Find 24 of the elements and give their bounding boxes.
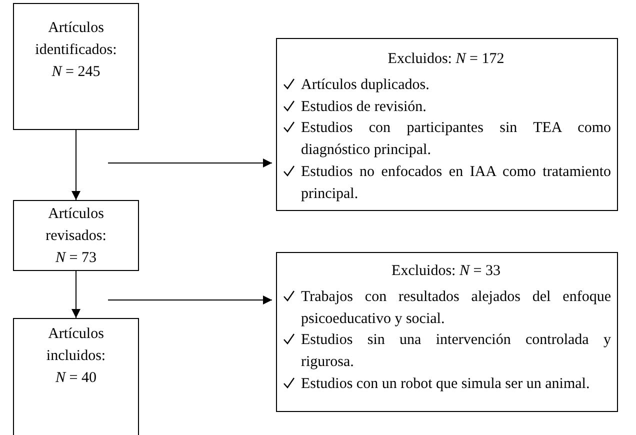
arrow <box>108 296 272 304</box>
exclusion-box <box>276 252 618 412</box>
exclusion-box <box>276 38 618 211</box>
box-text: N = 40 <box>54 368 98 388</box>
process-box <box>13 318 139 435</box>
exclusion-criterion: Estudios con un robot que simula ser un animal. <box>301 374 591 394</box>
arrow <box>108 158 272 168</box>
box-text: N = 73 <box>54 248 98 268</box>
box-text: Artículos incluidos: <box>45 325 107 366</box>
box-text: Artículos identificados: <box>34 19 118 60</box>
box-heading: Excluidos: N = 33 <box>390 262 502 281</box>
exclusion-criterion: Estudios sin una intervención controlada y rigurosa. <box>301 331 611 372</box>
exclusion-criterion: Estudios con participantes sin TEA como diagnóstico principal. <box>301 119 611 160</box>
box-text: Artículos revisados: <box>44 205 108 246</box>
arrow <box>72 130 80 200</box>
exclusion-criterion: Trabajos con resultados alejados del enfoque psicoeducativo y social. <box>301 288 611 328</box>
box-heading: Excluidos: N = 172 <box>386 50 506 69</box>
box-text: N = 245 <box>50 62 102 82</box>
arrow <box>72 270 80 318</box>
exclusion-criterion: Artículos duplicados. <box>301 76 430 95</box>
exclusion-criterion: Estudios no enfocados en IAA como tratamiento principal. <box>301 162 611 204</box>
process-box <box>13 3 139 130</box>
exclusion-criterion: Estudios de revisión. <box>301 98 428 116</box>
process-box <box>13 200 139 271</box>
